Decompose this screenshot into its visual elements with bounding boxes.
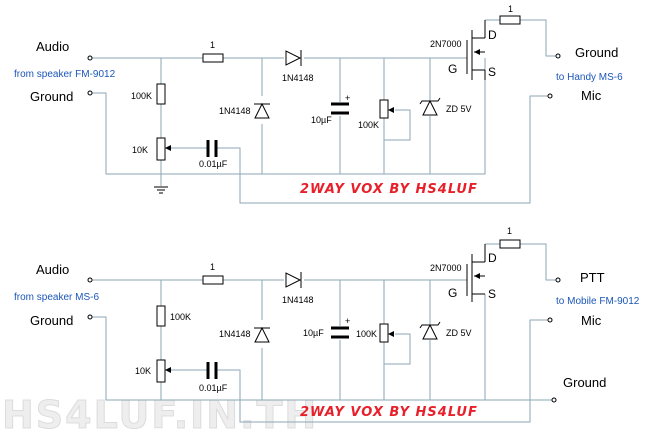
label-pot-2: 10K [135,366,151,376]
mosfet-2 [466,244,486,302]
label-source-1: S [488,65,496,79]
label-from-2: from speaker MS-6 [14,292,99,303]
label-fet-2: 2N7000 [430,263,462,273]
label-r-bias-2: 100K [170,312,191,322]
diode-shunt-1 [254,102,270,119]
label-pot-big-2: 100K [356,329,377,339]
label-drain-1: D [488,28,497,42]
label-ground-1: Ground [30,89,73,104]
diode-series-2 [285,272,302,288]
terminal-out-top-2 [555,277,561,283]
terminal-audio-1 [87,55,93,61]
label-cap-plus-2: + [345,316,350,326]
label-diode2-1: 1N4148 [219,106,251,116]
resistor-bias-1 [156,83,166,105]
label-pot-1: 10K [132,145,148,155]
label-ground-2: Ground [30,313,73,328]
label-fet-1: 2N7000 [430,39,462,49]
circuit-2-wires [92,243,556,423]
label-pot-big-1: 100K [358,120,379,130]
label-diode2-2: 1N4148 [219,329,251,339]
label-cap-plus-1: + [345,93,350,103]
pot-10k-2 [156,359,166,383]
resistor-bias-2 [156,305,166,327]
label-r-series-1: 1 [210,40,215,50]
diode-series-1 [285,50,302,66]
label-cap-2: 10µF [303,328,324,338]
label-to-2: to Mobile FM-9012 [556,296,640,307]
circuit-2: Audio from speaker MS-6 Ground 1 1N4148 … [14,226,640,423]
label-r-bias-1: 100K [131,91,152,101]
pot-100k-1 [379,99,389,119]
terminal-ground-2 [87,314,93,320]
resistor-series-2 [202,275,224,285]
pot-100k-wiper-1 [388,107,394,113]
terminal-out-bottom-1 [547,93,553,99]
label-gate-1: G [448,62,457,76]
pot-wiper-2 [165,367,171,373]
capacitor-10uf-2 [331,326,349,339]
resistor-out-1 [499,15,521,25]
label-diode-2: 1N4148 [282,295,314,305]
label-cap-small-2: 0.01µF [199,383,228,393]
diode-shunt-2 [254,326,270,343]
label-out-bottom-2: Mic [581,313,602,328]
label-audio-2: Audio [36,262,69,277]
mosfet-1 [466,20,486,80]
terminal-out-ground-2 [551,397,557,403]
capacitor-10uf-1 [331,102,349,115]
terminal-ground-1 [87,90,93,96]
label-r-series-2: 1 [210,262,215,272]
label-out-extra-2: Ground [563,375,606,390]
pot-10k-1 [156,137,166,161]
label-out-top-1: Ground [575,45,618,60]
label-to-1: to Handy MS-6 [556,72,623,83]
ground-symbol-1 [154,186,168,194]
label-drain-2: D [488,251,497,265]
label-zener-2: ZD 5V [446,328,472,338]
pot-100k-2 [379,323,389,343]
capacitor-small-2 [206,362,218,379]
label-gate-2: G [448,286,457,300]
label-source-2: S [488,287,496,301]
banner-1: 2WAY VOX BY HS4LUF [300,182,478,197]
label-r-out-1: 1 [508,4,513,14]
capacitor-small-1 [206,140,218,157]
pot-100k-wiper-2 [388,331,394,337]
label-audio-1: Audio [36,39,69,54]
circuit-1: Audio from speaker FM-9012 Ground 1 1N41… [14,4,623,204]
resistor-out-2 [499,239,521,249]
terminal-out-top-1 [555,53,561,59]
label-cap-small-1: 0.01µF [199,159,228,169]
circuit-1-wires [92,19,556,204]
zener-2 [419,321,441,340]
banner-2: 2WAY VOX BY HS4LUF [300,405,478,420]
label-diode-1: 1N4148 [282,73,314,83]
terminal-out-bottom-2 [547,317,553,323]
pot-wiper-1 [165,145,171,151]
label-cap-1: 10µF [311,115,332,125]
label-from-1: from speaker FM-9012 [14,69,116,80]
resistor-series-1 [202,53,224,63]
label-out-top-2: PTT [580,270,605,285]
label-out-bottom-1: Mic [581,88,602,103]
zener-1 [419,97,441,116]
label-r-out-2: 1 [507,226,512,236]
terminal-audio-2 [87,277,93,283]
label-zener-1: ZD 5V [446,104,472,114]
